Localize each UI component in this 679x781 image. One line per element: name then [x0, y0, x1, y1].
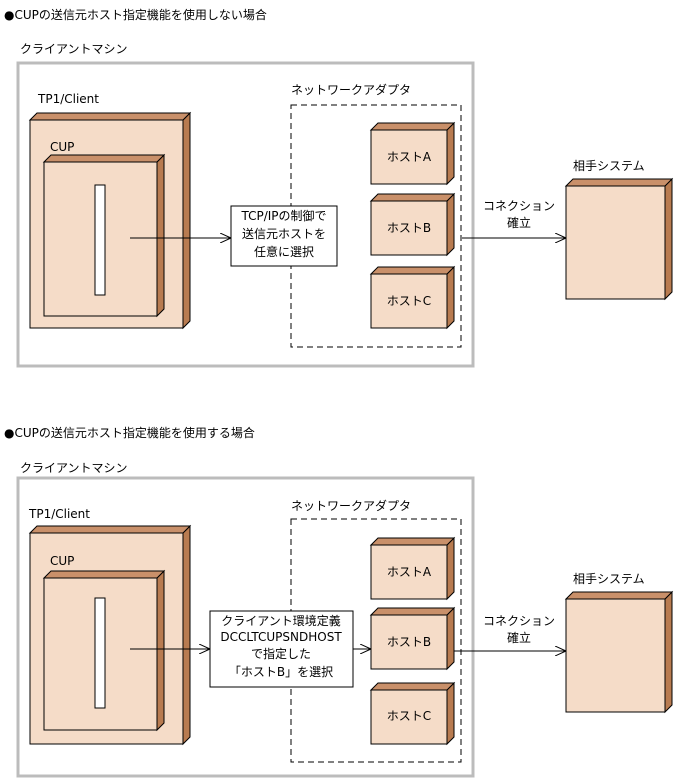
client-machine-frame: [16, 61, 475, 368]
host-c-label-2: ホストC: [387, 709, 431, 723]
host-b-box-2: ホストB: [369, 606, 456, 671]
callout-2-line-1: クライアント環境定義: [221, 613, 341, 628]
host-c-box-2: ホストC: [369, 681, 456, 746]
partner-system-label-2: 相手システム: [573, 572, 645, 586]
network-adapter-label: ネットワークアダプタ: [291, 82, 411, 97]
connection-2-label-2: 確立: [507, 630, 531, 645]
host-b-label: ホストB: [387, 221, 431, 235]
connection-label-2: 確立: [507, 215, 531, 230]
partner-system-label: 相手システム: [573, 159, 645, 173]
connection-2-label-1: コネクション: [483, 614, 555, 628]
host-a-box-2: ホストA: [369, 536, 456, 601]
callout-line-2: 送信元ホストを: [242, 226, 326, 241]
cup-label-2: CUP: [50, 554, 74, 568]
host-c-box: ホストC: [369, 265, 456, 330]
section-1-heading: ●CUPの送信元ホスト指定機能を使用しない場合: [4, 7, 267, 22]
section-2: ●CUPの送信元ホスト指定機能を使用する場合 クライアントマシン TP1/Cli…: [4, 425, 674, 778]
section-1-machine-label: クライアントマシン: [20, 42, 128, 56]
tp1-client-label: TP1/Client: [37, 92, 99, 106]
connection-label-1: コネクション: [483, 199, 555, 213]
callout-line-3: 任意に選択: [254, 244, 314, 259]
network-adapter-label-2: ネットワークアダプタ: [291, 498, 411, 513]
callout-box: [230, 205, 338, 267]
callout-line-1: TCP/IPの制御で: [240, 208, 326, 223]
section-1: ●CUPの送信元ホスト指定機能を使用しない場合 クライアントマシン TP1/Cl…: [4, 7, 674, 368]
host-c-label: ホストC: [387, 294, 431, 308]
section-2-machine-label: クライアントマシン: [20, 461, 128, 475]
client-machine-frame-2: [16, 476, 475, 778]
host-b-label-2: ホストB: [387, 635, 431, 649]
callout-2-line-3: で指定した: [251, 646, 311, 661]
cup-label: CUP: [50, 140, 74, 154]
callout-box-2: [209, 610, 354, 688]
host-b-box: ホストB: [369, 192, 456, 257]
section-2-heading: ●CUPの送信元ホスト指定機能を使用する場合: [4, 425, 255, 440]
tp1-client-label-2: TP1/Client: [28, 507, 90, 521]
host-a-label: ホストA: [387, 150, 432, 164]
cup-process-bar-2: [94, 597, 106, 709]
partner-system-box: [564, 177, 674, 301]
callout-2-line-4: 「ホストB」を選択: [229, 665, 333, 679]
host-a-label-2: ホストA: [387, 565, 432, 579]
host-a-box: ホストA: [369, 121, 456, 186]
cup-process-bar: [94, 184, 106, 296]
partner-system-box-2: [564, 590, 674, 714]
callout-2-line-2: DCCLTCUPSNDHOST: [220, 630, 342, 644]
